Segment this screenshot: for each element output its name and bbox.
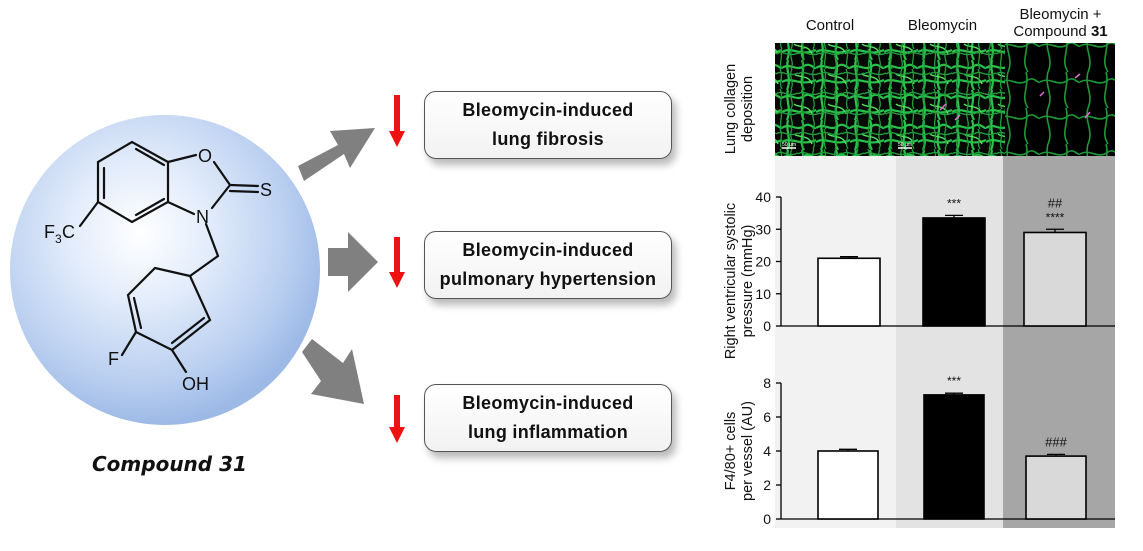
group-header-combo-line2: Compound 31 bbox=[998, 23, 1123, 40]
y-tick-label: 2 bbox=[763, 477, 771, 493]
significance-label: ### bbox=[1045, 434, 1067, 449]
significance-label: *** bbox=[947, 374, 961, 388]
significance-label: *** bbox=[947, 196, 961, 210]
effect-line1: Bleomycin-induced bbox=[462, 240, 634, 260]
collagen-micrographs bbox=[775, 43, 1115, 156]
bar bbox=[1023, 231, 1087, 327]
significance-label: ## bbox=[1048, 195, 1063, 210]
significance-label: **** bbox=[1046, 210, 1065, 224]
y-tick-label: 20 bbox=[755, 254, 771, 270]
effect-box-hypertension: Bleomycin-induced pulmonary hypertension bbox=[424, 231, 672, 299]
atom-label-f: F bbox=[108, 349, 119, 369]
gray-block-arrow-icon bbox=[298, 128, 375, 181]
red-down-arrow-icon bbox=[389, 395, 405, 443]
y-tick-label: 8 bbox=[763, 375, 771, 391]
effect-box-fibrosis: Bleomycin-induced lung fibrosis bbox=[424, 91, 672, 159]
bar bbox=[923, 394, 985, 520]
stain-marks bbox=[939, 73, 1091, 121]
bar bbox=[1025, 455, 1087, 520]
f480-bar-chart: 0 2 4 6 8 *** ### bbox=[763, 374, 1115, 527]
effect-line2: lung inflammation bbox=[467, 422, 629, 442]
scale-bar-label: 50 µm bbox=[782, 142, 796, 148]
group-header-combo: Bleomycin + Compound 31 bbox=[998, 6, 1123, 40]
svg-text:3: 3 bbox=[55, 232, 62, 246]
group-header-combo-number: 31 bbox=[1090, 23, 1108, 40]
molecule-bonds bbox=[78, 140, 260, 374]
effect-line1: Bleomycin-induced bbox=[462, 393, 634, 413]
y-tick-label: 0 bbox=[763, 318, 771, 334]
group-header-combo-line1: Bleomycin + bbox=[1019, 6, 1102, 23]
group-header-control: Control bbox=[805, 17, 855, 34]
effect-box-inflammation: Bleomycin-induced lung inflammation bbox=[424, 384, 672, 452]
compound-caption: Compound 31 bbox=[92, 452, 247, 476]
red-down-arrow-icon bbox=[389, 95, 405, 147]
micrograph-combo bbox=[1005, 43, 1115, 156]
y-tick-label: 4 bbox=[763, 443, 771, 459]
effect-arrows bbox=[298, 128, 378, 404]
gray-block-arrow-icon bbox=[328, 232, 378, 292]
effect-line2: lung fibrosis bbox=[492, 129, 604, 149]
atom-label-o: O bbox=[198, 146, 212, 166]
bar bbox=[922, 217, 986, 327]
decrease-arrows bbox=[389, 95, 405, 443]
group-header-combo-prefix: Compound bbox=[1013, 23, 1091, 40]
red-down-arrow-icon bbox=[389, 237, 405, 288]
compound-structure-diagram: O S N F OH F 3 C bbox=[10, 95, 405, 443]
y-tick-label: 30 bbox=[755, 221, 771, 237]
scale-bar-label: 50 µm bbox=[898, 142, 912, 148]
group-header-bleomycin: Bleomycin bbox=[907, 17, 978, 34]
bar bbox=[817, 450, 879, 520]
effect-line2: pulmonary hypertension bbox=[439, 269, 657, 289]
y-tick-label: 6 bbox=[763, 409, 771, 425]
bar bbox=[817, 257, 881, 327]
svg-text:C: C bbox=[62, 222, 75, 242]
svg-text:F: F bbox=[44, 222, 55, 242]
y-tick-label: 0 bbox=[763, 511, 771, 527]
y-tick-label: 10 bbox=[755, 286, 771, 302]
y-tick-label: 40 bbox=[755, 189, 771, 205]
atom-label-s: S bbox=[260, 180, 272, 200]
effect-line1: Bleomycin-induced bbox=[462, 100, 634, 120]
gray-block-arrow-icon bbox=[302, 339, 364, 404]
atom-label-cf3: F 3 C bbox=[44, 222, 75, 246]
atom-label-n: N bbox=[196, 207, 209, 227]
atom-label-oh: OH bbox=[182, 374, 209, 394]
